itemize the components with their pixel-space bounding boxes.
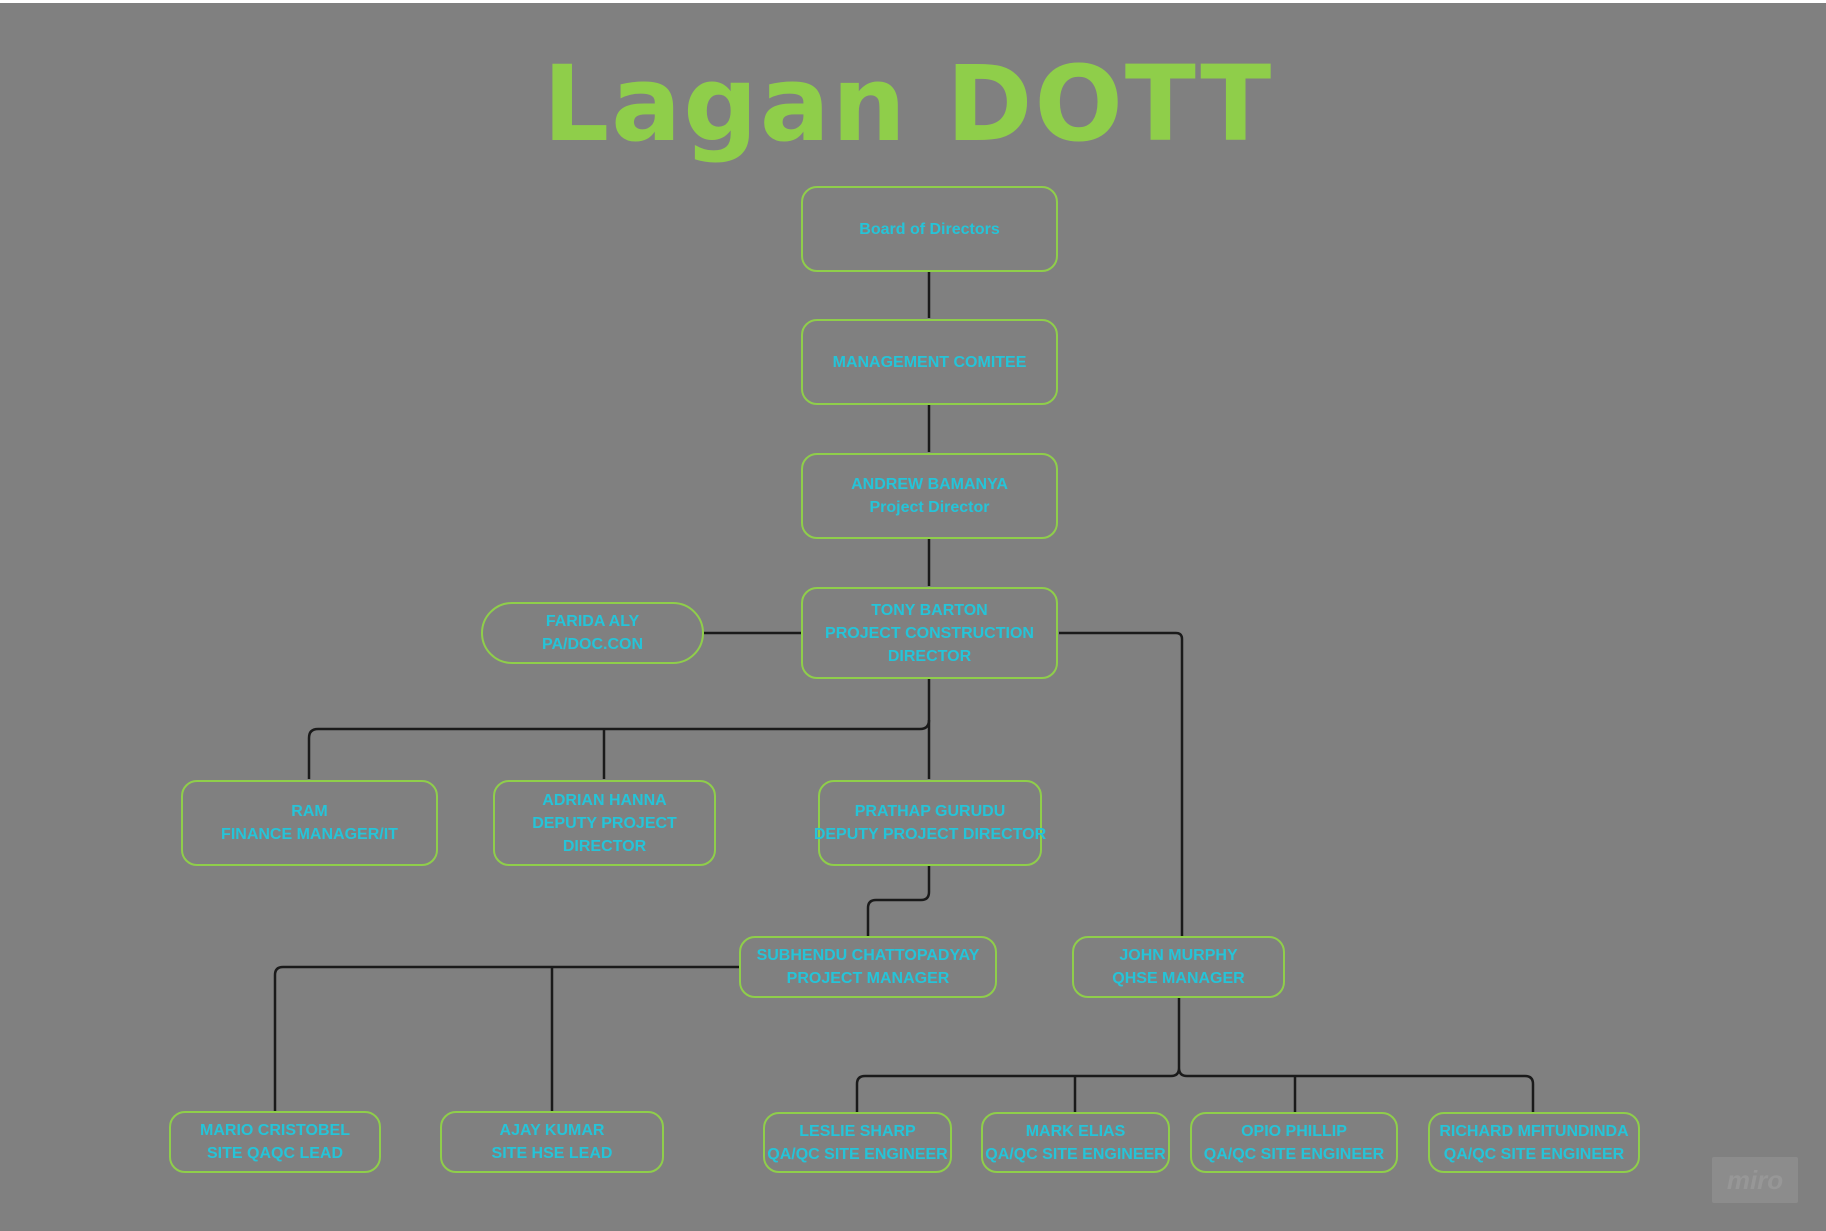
node-text-line: QHSE MANAGER bbox=[1112, 970, 1245, 987]
node-text-line: DIRECTOR bbox=[887, 647, 972, 665]
node-text-line: PROJECT CONSTRUCTION bbox=[825, 624, 1034, 642]
node-text-line: MANAGEMENT COMITEE bbox=[832, 353, 1027, 371]
node-text-line: RICHARD MFITUNDINDA bbox=[1439, 1122, 1629, 1140]
node-text-line: PROJECT MANAGER bbox=[786, 970, 950, 987]
node-leslie-sharp[interactable]: LESLIE SHARP QA/QC SITE ENGINEER bbox=[763, 1112, 952, 1173]
node-text-line: SITE QAQC LEAD bbox=[206, 1145, 343, 1162]
node-text-line: TONY BARTON bbox=[871, 601, 988, 619]
node-subhendu-chattopadyay[interactable]: SUBHENDU CHATTOPADYAY PROJECT MANAGER bbox=[739, 936, 997, 998]
node-tony-barton[interactable]: TONY BARTON PROJECT CONSTRUCTION DIRECTOR bbox=[801, 587, 1058, 679]
node-board-of-directors[interactable]: Board of Directors bbox=[801, 186, 1058, 272]
node-text-line: DIRECTOR bbox=[562, 837, 647, 855]
node-text-line: FINANCE MANAGER/IT bbox=[221, 826, 398, 843]
node-adrian-hanna[interactable]: ADRIAN HANNA DEPUTY PROJECT DIRECTOR bbox=[493, 780, 716, 866]
connector-tony-john bbox=[1059, 631, 1184, 936]
node-text-line: ANDREW BAMANYA bbox=[851, 476, 1008, 493]
node-text-line: QA/QC SITE ENGINEER bbox=[985, 1145, 1166, 1163]
miro-watermark: miro bbox=[1712, 1157, 1798, 1203]
node-text-line: PRATHAP GURUDU bbox=[854, 803, 1006, 820]
node-text-line: QA/QC SITE ENGINEER bbox=[1203, 1145, 1385, 1163]
node-text-line: SUBHENDU CHATTOPADYAY bbox=[756, 947, 980, 964]
connector-prathap-subhendu bbox=[866, 866, 931, 936]
node-text-line: Project Director bbox=[869, 499, 990, 516]
node-management-comitee[interactable]: MANAGEMENT COMITEE bbox=[801, 319, 1058, 405]
connector-tony-ram-adrian bbox=[307, 719, 931, 779]
node-ajay-kumar[interactable]: AJAY KUMAR SITE HSE LEAD bbox=[440, 1111, 664, 1173]
node-text-line: Board of Directors bbox=[859, 220, 1000, 238]
node-text-line: LESLIE SHARP bbox=[799, 1122, 916, 1140]
node-text-line: MARIO CRISTOBEL bbox=[200, 1122, 350, 1139]
node-text-line: OPIO PHILLIP bbox=[1241, 1122, 1347, 1140]
node-opio-phillip[interactable]: OPIO PHILLIP QA/QC SITE ENGINEER bbox=[1190, 1112, 1398, 1173]
node-text-line: JOHN MURPHY bbox=[1119, 947, 1238, 964]
node-text-line: AJAY KUMAR bbox=[499, 1122, 605, 1139]
node-text-line: FARIDA ALY bbox=[545, 613, 640, 630]
node-richard-mfitundinda[interactable]: RICHARD MFITUNDINDA QA/QC SITE ENGINEER bbox=[1428, 1112, 1640, 1173]
node-ram[interactable]: RAM FINANCE MANAGER/IT bbox=[181, 780, 438, 866]
node-prathap-gurudu[interactable]: PRATHAP GURUDU DEPUTY PROJECT DIRECTOR bbox=[814, 780, 1046, 866]
node-text-line: QA/QC SITE ENGINEER bbox=[767, 1145, 948, 1163]
node-text-line: DEPUTY PROJECT bbox=[532, 814, 677, 832]
node-text-line: QA/QC SITE ENGINEER bbox=[1443, 1145, 1625, 1163]
chart-title: Lagan DOTT bbox=[542, 43, 1274, 165]
node-text-line: DEPUTY PROJECT DIRECTOR bbox=[813, 826, 1047, 843]
node-mark-elias[interactable]: MARK ELIAS QA/QC SITE ENGINEER bbox=[981, 1112, 1170, 1173]
top-border bbox=[0, 0, 1826, 3]
node-text-line: SITE HSE LEAD bbox=[491, 1145, 613, 1162]
node-john-murphy[interactable]: JOHN MURPHY QHSE MANAGER bbox=[1072, 936, 1285, 998]
node-text-line: ADRIAN HANNA bbox=[542, 791, 667, 809]
node-farida-aly[interactable]: FARIDA ALY PA/DOC.CON bbox=[481, 602, 704, 664]
node-text-line: MARK ELIAS bbox=[1025, 1122, 1126, 1140]
node-text-line: PA/DOC.CON bbox=[541, 636, 644, 653]
connector-john-engineers bbox=[855, 998, 1535, 1112]
node-mario-cristobel[interactable]: MARIO CRISTOBEL SITE QAQC LEAD bbox=[169, 1111, 381, 1173]
node-text-line: RAM bbox=[291, 803, 328, 820]
node-andrew-bamanya[interactable]: ANDREW BAMANYA Project Director bbox=[801, 453, 1058, 539]
connector-subhendu-mario-ajay bbox=[273, 965, 739, 1111]
